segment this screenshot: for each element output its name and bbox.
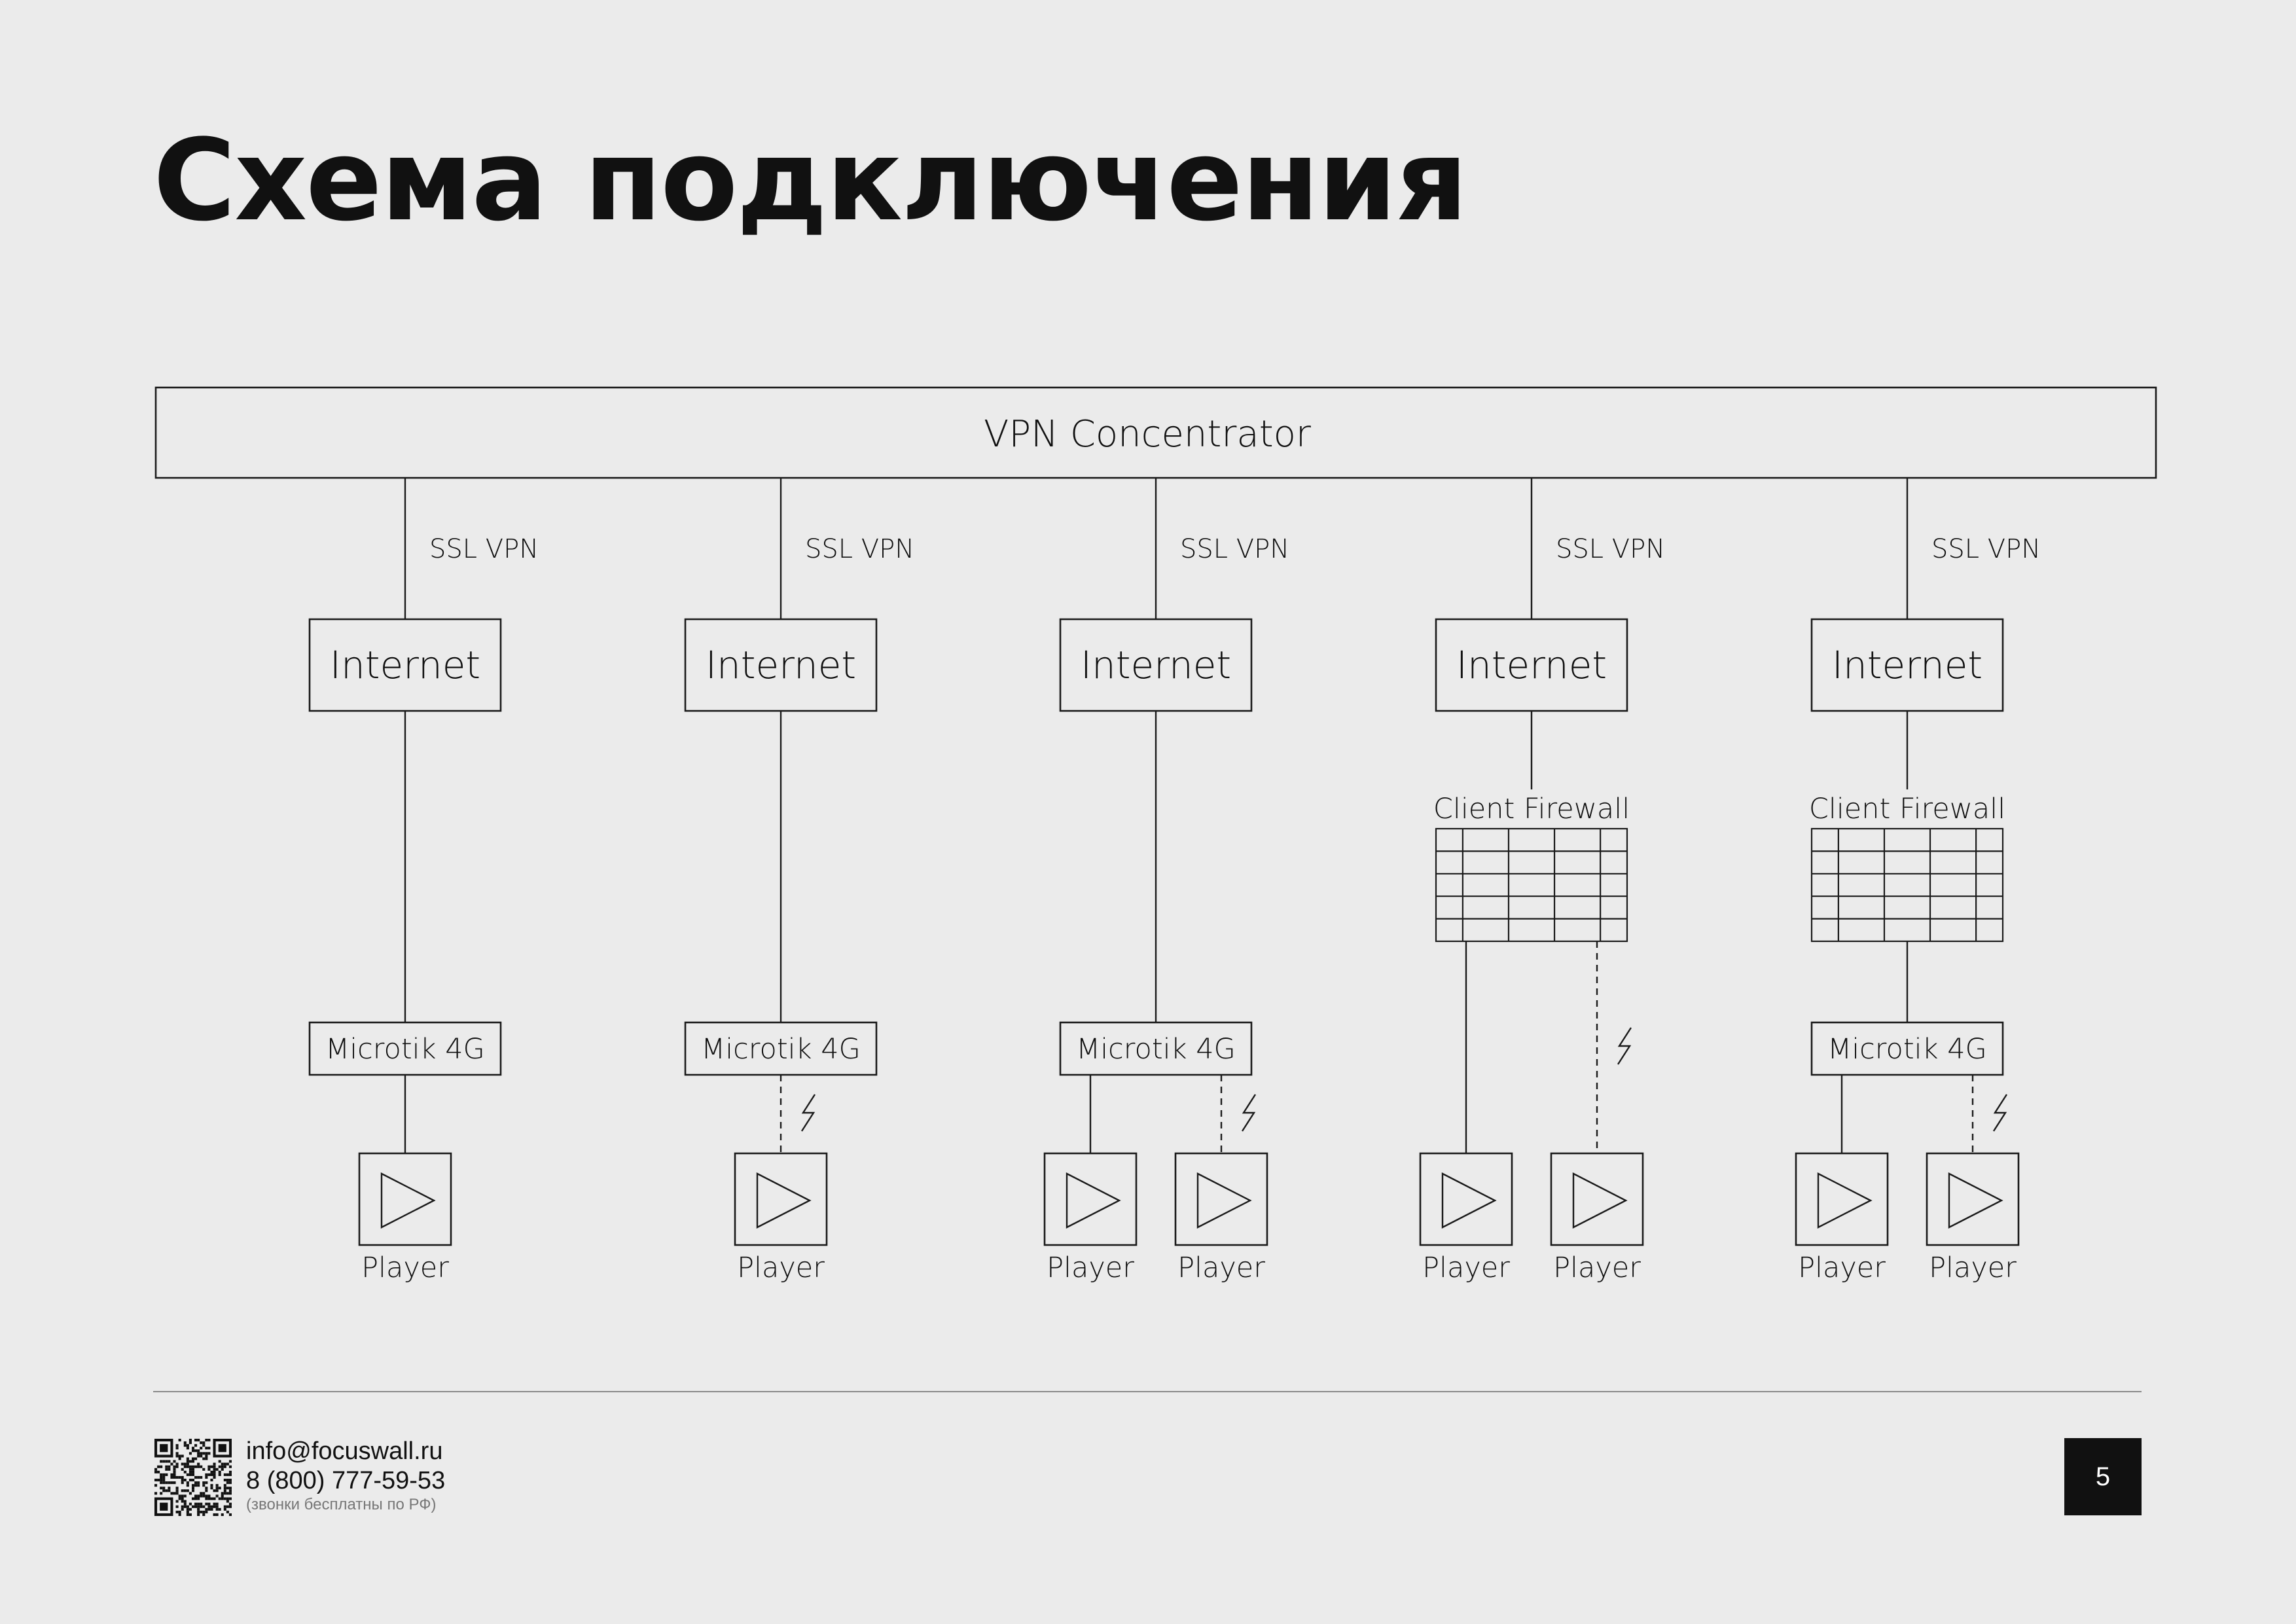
play-triangle-icon <box>1817 1172 1873 1229</box>
player-box <box>358 1152 452 1246</box>
player-label: Player <box>1929 1252 2017 1284</box>
router-label: Microtik 4G <box>701 1033 861 1066</box>
page-number-badge: 5 <box>2064 1438 2142 1515</box>
player-box <box>1043 1152 1138 1246</box>
player-label: Player <box>1422 1252 1510 1284</box>
player-node: Player <box>358 1152 452 1284</box>
player-label: Player <box>361 1252 449 1284</box>
play-triangle-icon <box>1196 1172 1252 1229</box>
page-title: Схема подключения <box>153 115 1468 246</box>
player-box <box>1550 1152 1644 1246</box>
lightning-bolt-icon <box>1241 1094 1257 1132</box>
internet-label: Internet <box>1456 643 1607 687</box>
player-label: Player <box>1798 1252 1886 1284</box>
vpn-concentrator-label: VPN Concentrator <box>984 413 1311 456</box>
contact-phone[interactable]: 8 (800) 777-59-53 <box>246 1467 446 1494</box>
player-box <box>1419 1152 1513 1246</box>
player-label: Player <box>1047 1252 1134 1284</box>
lightning-bolt-icon <box>800 1094 816 1132</box>
play-triangle-icon <box>756 1172 812 1229</box>
player-node: Player <box>1795 1152 1889 1284</box>
router-label: Microtik 4G <box>1076 1033 1236 1066</box>
player-label: Player <box>737 1252 825 1284</box>
player-node: Player <box>1926 1152 2020 1284</box>
internet-label: Internet <box>1081 643 1231 687</box>
footer-divider <box>153 1391 2142 1392</box>
firewall-grid-icon <box>1435 827 1628 943</box>
tunnel-label: SSL VPN <box>1556 534 1665 564</box>
contact-email[interactable]: info@focuswall.ru <box>246 1437 443 1465</box>
tunnel-label: SSL VPN <box>1931 534 2041 564</box>
play-triangle-icon <box>380 1172 436 1229</box>
play-triangle-icon <box>1066 1172 1121 1229</box>
player-box <box>1174 1152 1268 1246</box>
player-box <box>1926 1152 2020 1246</box>
firewall-grid-icon <box>1810 827 2004 943</box>
router-label: Microtik 4G <box>325 1033 485 1066</box>
lightning-bolt-icon <box>1992 1094 2008 1132</box>
internet-label: Internet <box>1832 643 1982 687</box>
firewall-label: Client Firewall <box>1809 793 2005 825</box>
contacts-block: info@focuswall.ru 8 (800) 777-59-53 (зво… <box>246 1436 445 1515</box>
router-box <box>1059 1021 1253 1076</box>
play-triangle-icon <box>1441 1172 1497 1229</box>
play-triangle-icon <box>1948 1172 2003 1229</box>
player-label: Player <box>1177 1252 1265 1284</box>
tunnel-label: SSL VPN <box>429 534 539 564</box>
vpn-concentrator-node: VPN Concentrator <box>154 386 2157 479</box>
contact-phone-note: (звонки бесплатны по РФ) <box>246 1496 437 1513</box>
firewall-label: Client Firewall <box>1433 793 1630 825</box>
tunnel-label: SSL VPN <box>1180 534 1289 564</box>
player-label: Player <box>1553 1252 1641 1284</box>
internet-label: Internet <box>706 643 856 687</box>
lightning-bolt-icon <box>1617 1027 1632 1065</box>
player-node: Player <box>1550 1152 1644 1284</box>
player-box <box>1795 1152 1889 1246</box>
play-triangle-icon <box>1572 1172 1628 1229</box>
player-box <box>734 1152 828 1246</box>
player-node: Player <box>1043 1152 1138 1284</box>
router-label: Microtik 4G <box>1827 1033 1987 1066</box>
player-node: Player <box>1174 1152 1268 1284</box>
internet-label: Internet <box>330 643 480 687</box>
player-node: Player <box>1419 1152 1513 1284</box>
tunnel-label: SSL VPN <box>805 534 914 564</box>
router-box <box>1810 1021 2004 1076</box>
player-node: Player <box>734 1152 828 1284</box>
qr-code-icon <box>154 1439 232 1516</box>
